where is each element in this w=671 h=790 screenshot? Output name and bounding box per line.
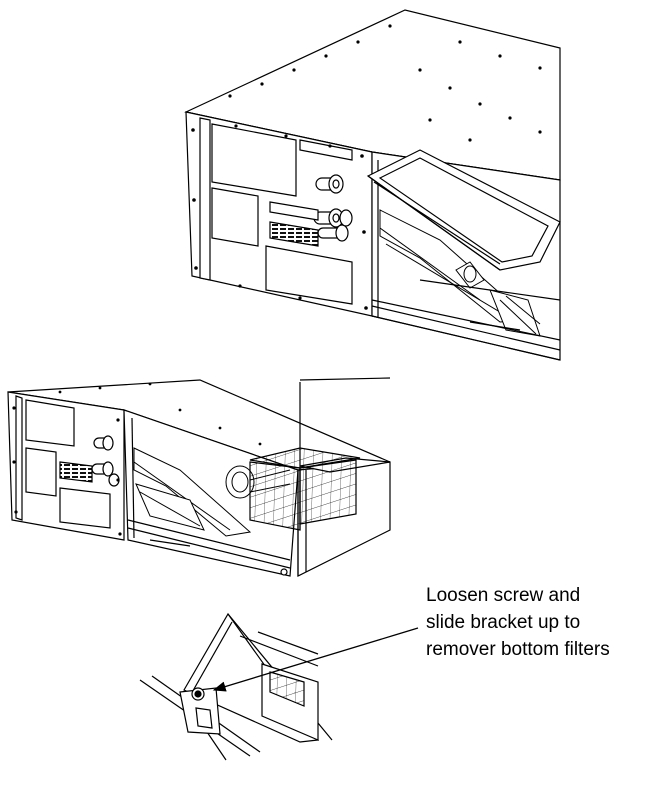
top-panel-screws bbox=[228, 24, 542, 142]
view-unit-filters bbox=[7, 377, 391, 577]
coil-assembly-middle bbox=[133, 447, 291, 537]
coil-assembly-upper bbox=[379, 209, 541, 337]
callout-line-3: remover bottom filters bbox=[426, 639, 610, 660]
filters bbox=[249, 447, 391, 531]
screw bbox=[191, 687, 205, 701]
callout-line-2: slide bracket up to bbox=[426, 612, 581, 633]
callout-label: Loosen screw and slide bracket up to rem… bbox=[426, 582, 671, 663]
pipe-connections-middle bbox=[91, 435, 120, 487]
callout-line-1: Loosen screw and bbox=[426, 585, 581, 606]
detail-bracket bbox=[139, 612, 333, 761]
callout-arrow bbox=[212, 627, 419, 692]
access-door-open bbox=[366, 149, 561, 271]
view-unit-door-open bbox=[184, 9, 561, 361]
